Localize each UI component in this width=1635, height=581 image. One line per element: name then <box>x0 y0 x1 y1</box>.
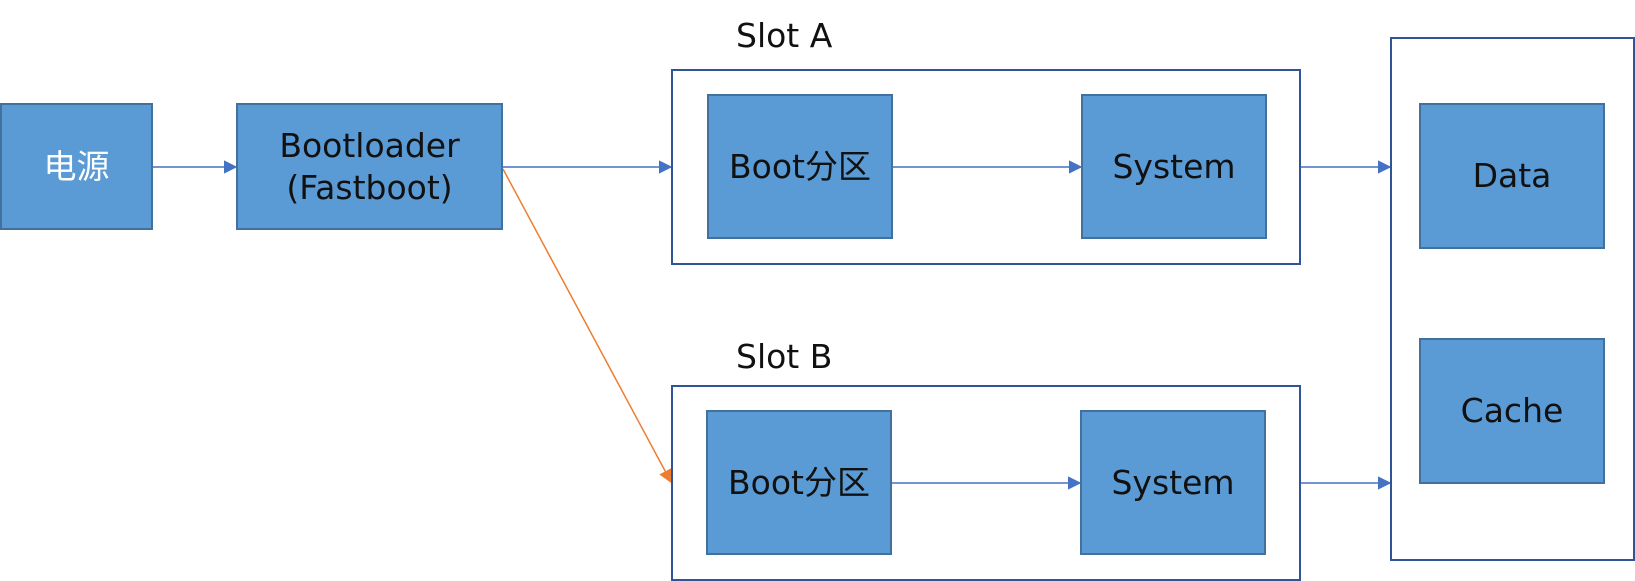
slot-b-boot-node: Boot分区 <box>706 410 892 555</box>
bootloader-node: Bootloader (Fastboot) <box>236 103 503 230</box>
bootloader-label-line1: Bootloader <box>279 126 460 166</box>
cache-label: Cache <box>1460 391 1564 431</box>
slot-a-system-node: System <box>1081 94 1267 239</box>
slot-a-title: Slot A <box>736 16 833 55</box>
data-label: Data <box>1472 156 1552 196</box>
slot-a-boot-label: Boot分区 <box>729 146 871 186</box>
slot-a-boot-node: Boot分区 <box>707 94 893 239</box>
arrow-bootloader-to-slot-b <box>502 168 672 484</box>
cache-node: Cache <box>1419 338 1605 484</box>
slot-b-system-label: System <box>1111 462 1235 502</box>
slot-b-boot-label: Boot分区 <box>728 462 870 502</box>
data-node: Data <box>1419 103 1605 249</box>
slot-a-system-label: System <box>1112 146 1236 186</box>
shared-partitions-frame <box>1390 37 1635 561</box>
power-label: 电源 <box>43 146 110 186</box>
slot-b-title: Slot B <box>736 337 833 376</box>
bootloader-label-line2: (Fastboot) <box>286 167 453 207</box>
slot-a-frame <box>671 69 1301 265</box>
slot-b-frame <box>671 385 1301 581</box>
power-node: 电源 <box>0 103 153 230</box>
slot-b-system-node: System <box>1080 410 1266 555</box>
